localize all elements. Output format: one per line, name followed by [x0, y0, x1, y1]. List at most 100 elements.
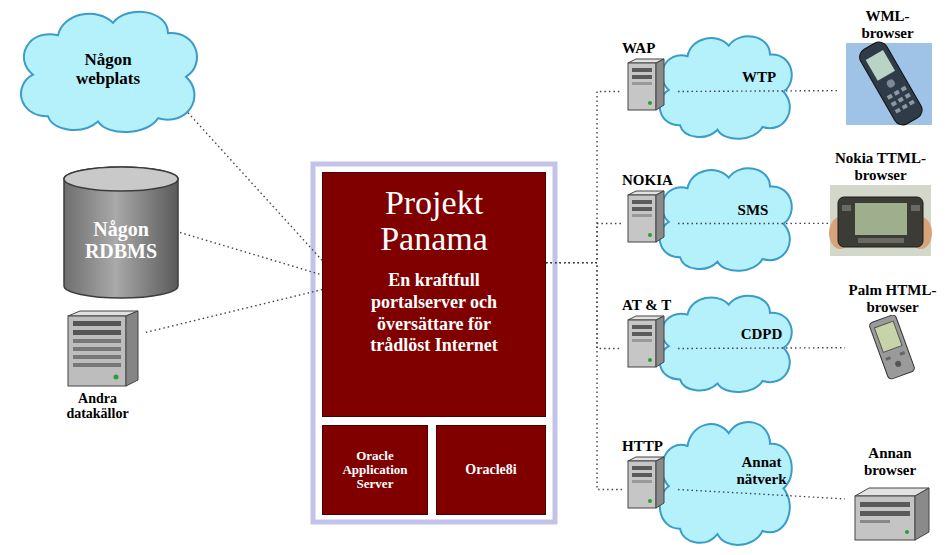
drawing-part: [648, 499, 652, 503]
gateway-label: WAP: [622, 40, 655, 57]
dotted-connector: [546, 263, 622, 349]
drawing-part: [622, 455, 672, 510]
database-cylinder: Någon RDBMS: [62, 165, 180, 300]
drawing-part: [632, 325, 652, 329]
rack-icon: [48, 310, 148, 388]
drawing-part: [869, 315, 916, 380]
gateway-server: AT & T: [622, 297, 678, 369]
drawing-part: [632, 75, 652, 79]
device-label: Nokia TTML-browser: [831, 150, 931, 183]
drawing-part: [905, 530, 909, 534]
gateway-server: WAP: [622, 40, 678, 112]
dotted-connector: [546, 92, 622, 263]
drawing-part: [842, 205, 851, 211]
protocol-label: SMS: [738, 202, 769, 219]
client-device: Palm HTML-browser: [845, 282, 940, 380]
drawing-part: [64, 167, 178, 298]
drawing-part: [894, 90, 900, 96]
phone-icon: [840, 41, 935, 126]
drawing-part: [632, 207, 652, 211]
drawing-part: [632, 68, 652, 72]
drawing-part: [632, 82, 652, 85]
gateway-server: NOKIA: [622, 172, 678, 244]
client-device: Annan browser: [845, 445, 935, 543]
drawing-part: [632, 480, 652, 483]
drawing-part: [628, 320, 656, 367]
dotted-connector: [188, 113, 322, 261]
device-label: Palm HTML-browser: [847, 282, 939, 315]
drawing-part: [874, 321, 902, 352]
drawing-part: [828, 183, 933, 258]
drawing-part: [899, 351, 905, 356]
client-device: Nokia TTML-browser: [828, 150, 933, 258]
palm-icon: [845, 315, 940, 380]
drawing-part: [894, 360, 902, 368]
server-frame: [313, 164, 555, 522]
dotted-connector: [678, 223, 828, 225]
drawing-part: [632, 214, 652, 217]
drawing-part: [840, 41, 935, 126]
drawing-part: [73, 339, 121, 343]
drawing-part: [648, 101, 652, 105]
drawing-part: [855, 496, 915, 540]
drawing-part: [64, 167, 178, 191]
drawing-part: [866, 50, 895, 81]
drawing-part: [632, 466, 652, 470]
database-label: Någon RDBMS: [75, 218, 167, 262]
server-source: Andra datakällor: [40, 310, 155, 422]
drawing-part: [656, 191, 664, 242]
component-box: Oracle Application Server: [322, 425, 428, 515]
portal-title: Projekt Panama: [345, 185, 523, 256]
gateway-label: HTTP: [622, 438, 663, 455]
drawing-part: [830, 185, 931, 256]
dotted-connector: [678, 90, 840, 92]
tower-icon: [622, 57, 672, 112]
portal-box: Projekt Panama En kraftfull portalserver …: [322, 172, 546, 417]
drawing-part: [887, 94, 893, 100]
protocol-label: Annat nätverk: [727, 454, 797, 487]
drawing-part: [48, 310, 148, 388]
drawing-part: [860, 502, 910, 507]
tower-icon: [622, 314, 672, 369]
drawing-part: [838, 197, 923, 247]
gateway-label: NOKIA: [622, 172, 673, 189]
gateway-server: HTTP: [622, 438, 678, 510]
cloud-source: Någon webplats: [8, 2, 208, 137]
tower-icon: [622, 189, 672, 244]
dotted-connector: [546, 263, 622, 490]
drawing-part: [860, 511, 910, 516]
drawing-part: [656, 316, 664, 367]
drawing-part: [73, 321, 121, 326]
dotted-connector: [678, 347, 845, 349]
drawing-part: [885, 356, 891, 361]
drawing-part: [656, 59, 664, 110]
device-label: Annan browser: [855, 445, 925, 478]
drawing-part: [905, 93, 911, 99]
portal-description: En kraftfull portalserver och översättar…: [345, 270, 523, 356]
drawing-part: [68, 316, 126, 386]
source-label: Andra datakällor: [48, 391, 148, 422]
drawing-part: [901, 86, 907, 92]
drawing-part: [73, 330, 121, 335]
dotted-connector: [678, 490, 845, 499]
component-label: Oracle Application Server: [327, 449, 423, 492]
component-box: Oracle8i: [436, 425, 546, 515]
component-label: Oracle8i: [465, 462, 516, 477]
drawing-part: [632, 332, 652, 336]
drawing-part: [73, 347, 121, 351]
drawing-part: [622, 314, 672, 369]
drawing-part: [632, 200, 652, 204]
drawing-part: [898, 97, 904, 103]
drawing-part: [858, 238, 904, 243]
gateway-label: AT & T: [622, 297, 671, 314]
drawing-part: [845, 478, 935, 543]
drawing-part: [628, 195, 656, 242]
tower-icon: [622, 455, 672, 510]
protocol-label: CDPD: [741, 326, 783, 343]
drawing-part: [855, 203, 907, 235]
network-cloud: [660, 296, 792, 392]
drawing-part: [891, 101, 897, 107]
drawing-part: [622, 57, 672, 112]
